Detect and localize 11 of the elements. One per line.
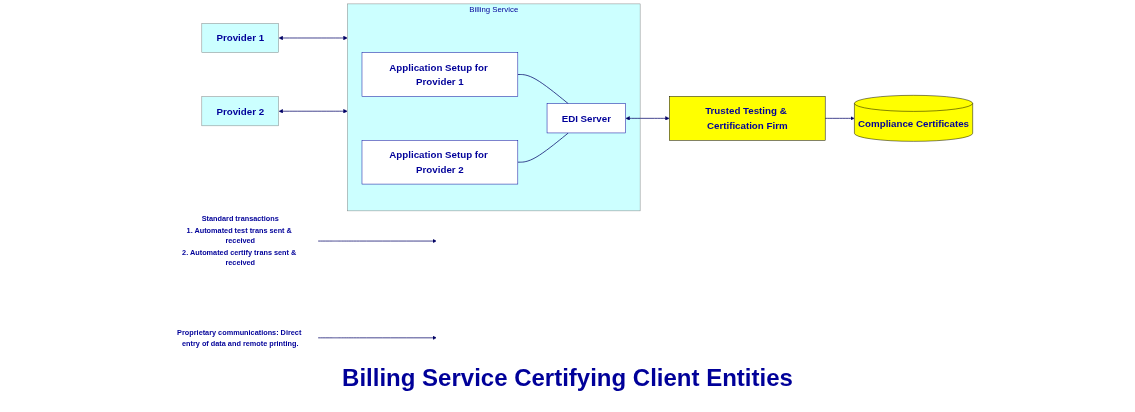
diagram-title: Billing Service Certifying Client Entities [342,364,793,392]
process-box: EDI Server [546,103,626,134]
database-cylinder: Compliance Certificates [854,95,973,142]
process-box: Provider 1 [201,23,279,53]
process-box: Provider 2 [201,96,279,127]
process-box: Application Setup for Provider 1 [361,52,519,97]
process-box: Trusted Testing & Certification Firm [669,96,826,141]
arrow [625,116,670,121]
process-box: Application Setup for Provider 2 [361,140,519,185]
arrow [278,109,348,114]
arrow [278,35,348,41]
